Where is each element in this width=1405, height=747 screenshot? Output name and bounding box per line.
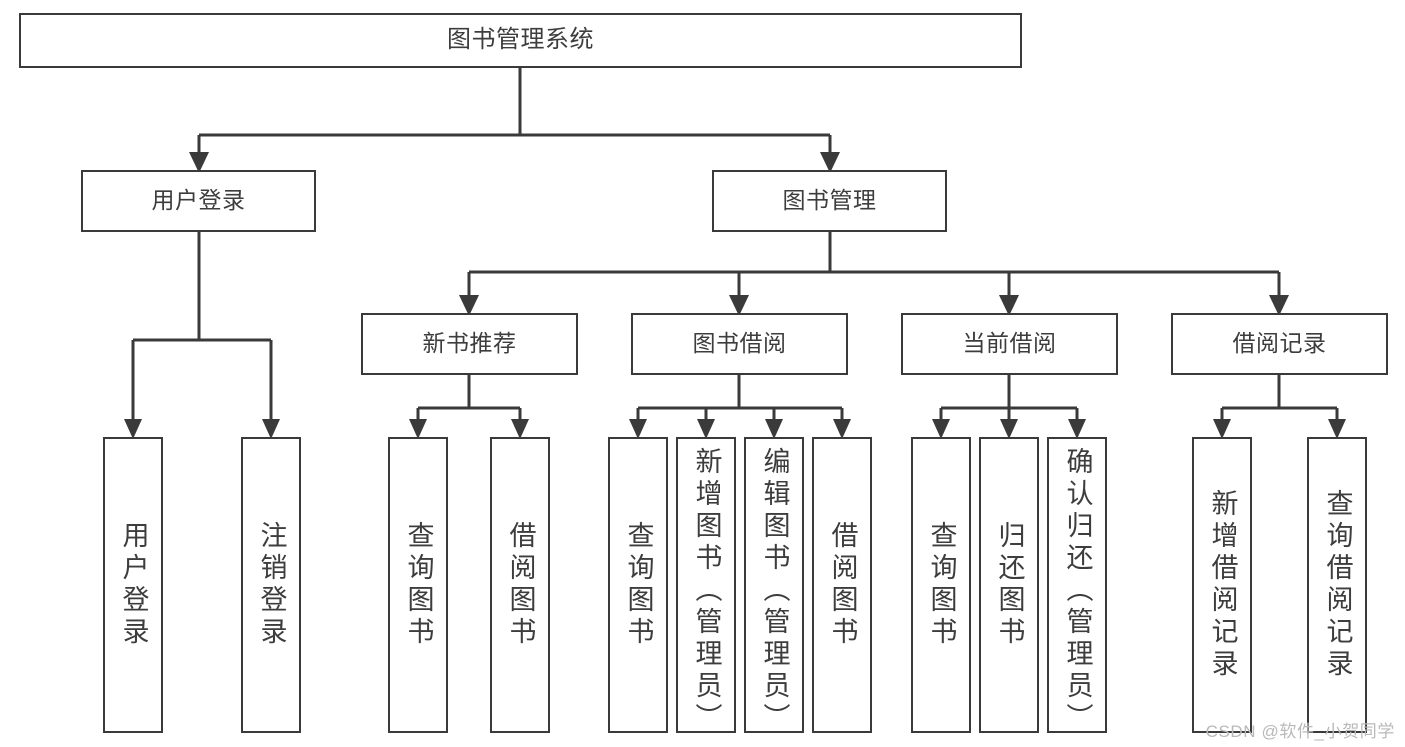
node-label: 新增借阅记录 — [1207, 489, 1238, 681]
node-label: 查询图书 — [403, 521, 434, 649]
arrow-to-g2-l1 — [629, 419, 647, 439]
leaf-book-borrow-add-book-admin[interactable]: 新增图书（管理员） — [676, 437, 736, 733]
node-book-borrowing[interactable]: 图书借阅 — [631, 313, 848, 375]
arrow-to-g3-l1 — [932, 419, 950, 439]
node-label: 注销登录 — [256, 521, 287, 649]
arrow-to-g4-l1 — [1213, 419, 1231, 439]
leaf-book-borrow-borrow-book[interactable]: 借阅图书 — [812, 437, 872, 733]
arrow-to-g4 — [1269, 295, 1289, 316]
arrow-to-g3-l2 — [1000, 419, 1018, 439]
leaf-current-borrow-query-book[interactable]: 查询图书 — [911, 437, 971, 733]
leaf-book-borrow-edit-book-admin[interactable]: 编辑图书（管理员） — [744, 437, 804, 733]
node-label: 当前借阅 — [962, 330, 1057, 357]
arrow-to-g3-l3 — [1068, 419, 1086, 439]
node-user-login[interactable]: 用户登录 — [81, 170, 316, 232]
arrow-to-g2-l3 — [765, 419, 783, 439]
leaf-user-login-logout[interactable]: 注销登录 — [241, 437, 301, 733]
arrow-to-g1 — [459, 295, 479, 316]
leaf-current-borrow-return-book[interactable]: 归还图书 — [979, 437, 1039, 733]
node-borrowing-record[interactable]: 借阅记录 — [1171, 313, 1388, 375]
node-label: 新书推荐 — [422, 330, 517, 357]
node-label: 确认归还（管理员） — [1062, 447, 1093, 733]
node-label: 用户登录 — [118, 521, 149, 649]
node-new-book-recommendation[interactable]: 新书推荐 — [361, 313, 578, 375]
node-label: 图书借阅 — [692, 330, 787, 357]
arrow-to-g2-l2 — [697, 419, 715, 439]
node-label: 查询借阅记录 — [1322, 489, 1353, 681]
node-label: 查询图书 — [926, 521, 957, 649]
node-label: 借阅记录 — [1232, 330, 1327, 357]
node-current-borrowing[interactable]: 当前借阅 — [901, 313, 1118, 375]
leaf-current-borrow-confirm-return-admin[interactable]: 确认归还（管理员） — [1047, 437, 1107, 733]
leaf-new-book-query-book[interactable]: 查询图书 — [388, 437, 448, 733]
node-label: 借阅图书 — [505, 521, 536, 649]
arrow-to-userlogin-l1 — [124, 419, 142, 439]
leaf-record-query-borrow-record[interactable]: 查询借阅记录 — [1307, 437, 1367, 733]
arrow-to-user-login — [189, 152, 209, 173]
arrow-to-g4-l2 — [1328, 419, 1346, 439]
arrow-to-g1-l1 — [409, 419, 427, 439]
arrow-to-book-mgmt — [820, 152, 840, 173]
leaf-book-borrow-query-book[interactable]: 查询图书 — [608, 437, 668, 733]
leaf-user-login-login[interactable]: 用户登录 — [103, 437, 163, 733]
node-label: 借阅图书 — [827, 521, 858, 649]
arrow-to-g3 — [999, 295, 1019, 316]
arrow-to-g2 — [729, 295, 749, 316]
node-label: 用户登录 — [151, 187, 246, 214]
node-label: 查询图书 — [623, 521, 654, 649]
node-label: 归还图书 — [994, 521, 1025, 649]
arrow-to-g2-l4 — [833, 419, 851, 439]
arrow-to-g1-l2 — [511, 419, 529, 439]
node-label: 图书管理 — [782, 187, 877, 214]
leaf-record-add-borrow-record[interactable]: 新增借阅记录 — [1192, 437, 1252, 733]
arrow-to-userlogin-l2 — [262, 419, 280, 439]
node-root-book-management-system[interactable]: 图书管理系统 — [19, 13, 1022, 68]
arrowheads — [124, 152, 1346, 439]
node-label: 新增图书（管理员） — [691, 447, 722, 733]
node-label: 编辑图书（管理员） — [759, 447, 790, 733]
node-book-management[interactable]: 图书管理 — [712, 170, 947, 232]
node-label: 图书管理系统 — [447, 26, 594, 54]
leaf-new-book-borrow-book[interactable]: 借阅图书 — [490, 437, 550, 733]
